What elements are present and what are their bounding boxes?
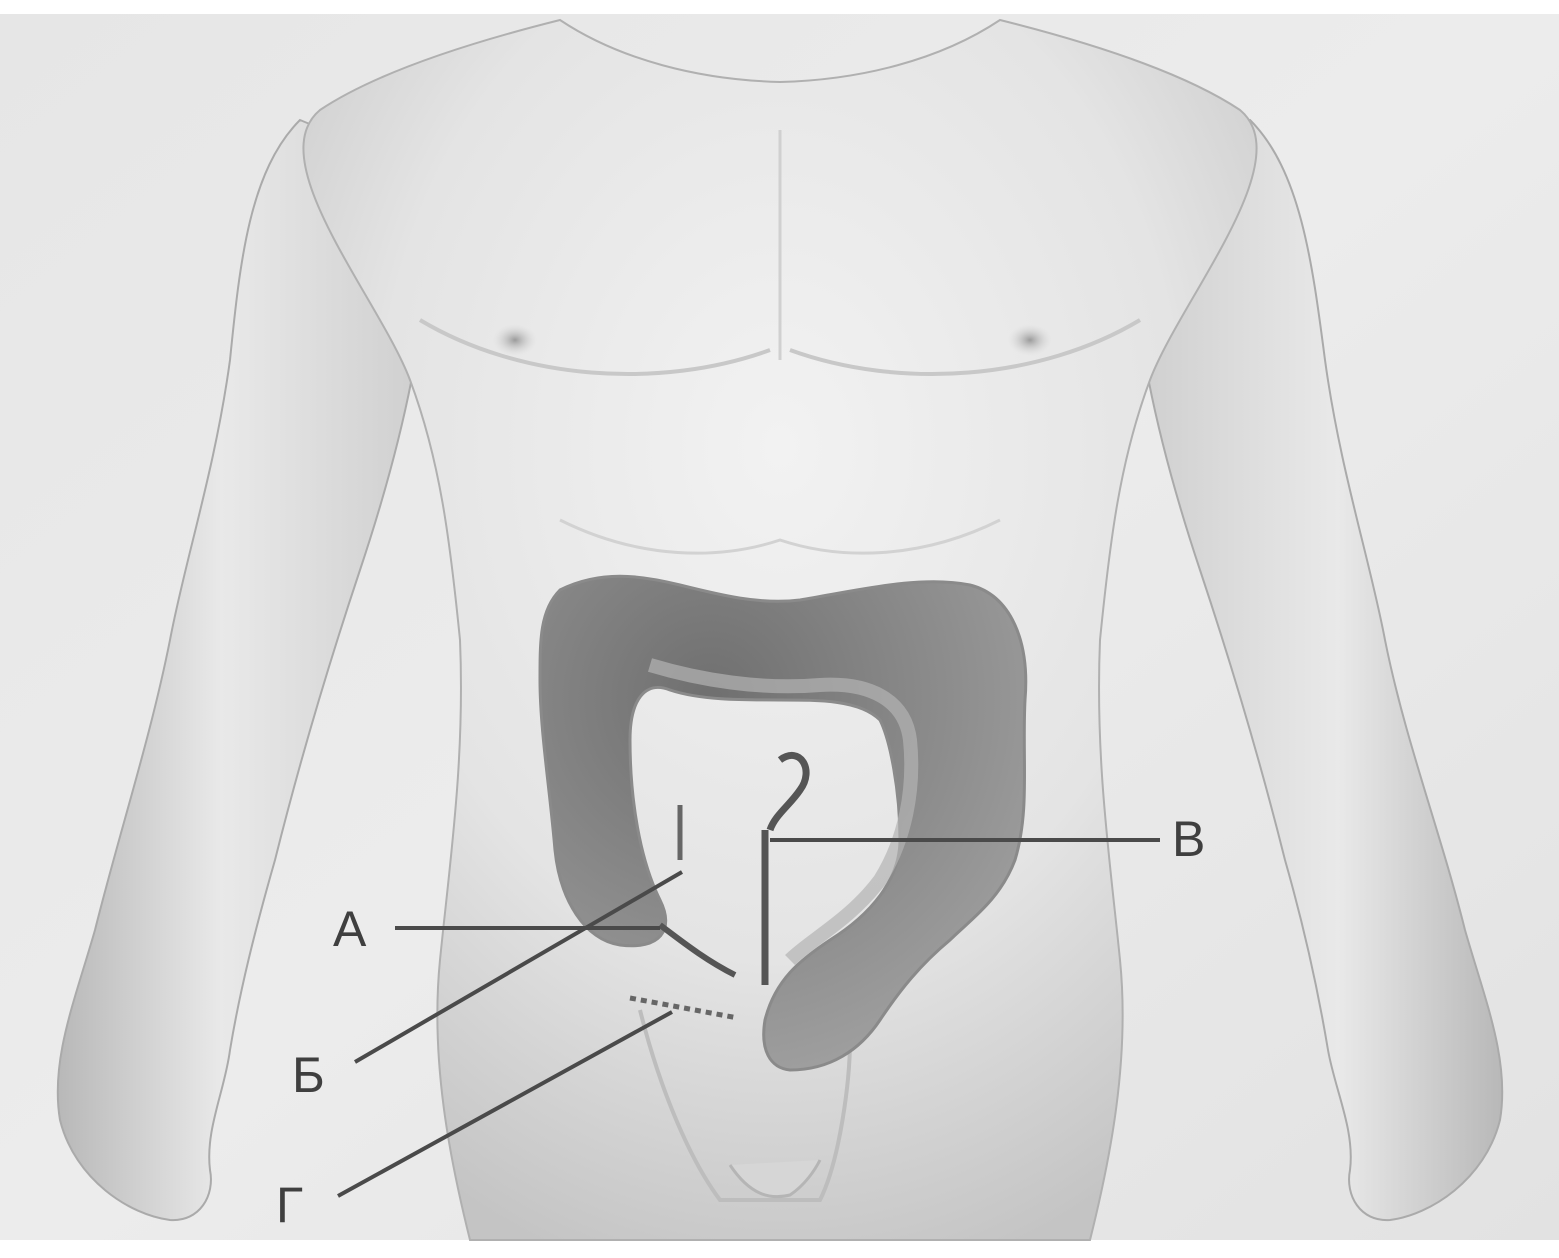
paper-border-bottom xyxy=(0,1240,1559,1258)
paper-border xyxy=(0,0,1559,14)
label-v: В xyxy=(1172,811,1205,867)
right-nipple xyxy=(1008,324,1052,356)
label-a: А xyxy=(333,901,367,957)
label-b: Б xyxy=(292,1047,325,1103)
left-nipple xyxy=(493,324,537,356)
label-g: Г xyxy=(276,1177,303,1233)
